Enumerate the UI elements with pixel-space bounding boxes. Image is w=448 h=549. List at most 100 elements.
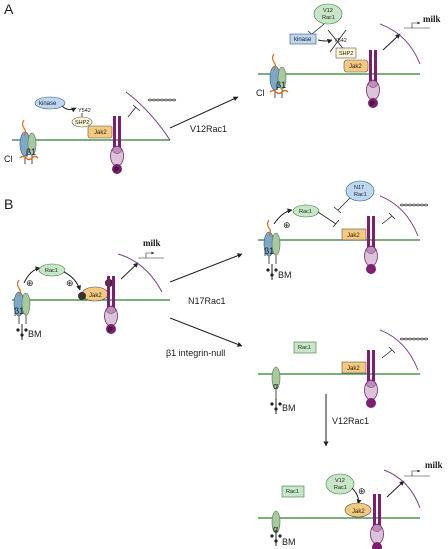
panel-a-right-cell: β1 Cl V12 Rac1 kinase Y542 SHP2 Jak2 P m… [256,3,441,109]
shp2-label: SHP2 [339,51,353,57]
rac1-label: Rac1 [298,345,311,351]
bm-label: BM [282,403,296,413]
rac1-label-2: Rac1 [354,192,367,198]
rac1-to-jak2-line [317,211,337,225]
rac1-label: Rac1 [45,268,58,274]
jak2-label: Jak2 [347,233,360,239]
v12rac1-label-a: V12Rac1 [190,124,227,134]
jak2-label: Jak2 [94,130,107,136]
v12-label: V12 [335,478,345,484]
beta1-null-label: β1 integrin-null [166,348,225,358]
rac1-box [293,341,317,354]
beta1-label: β1 [26,147,36,157]
nucleus-arc [117,253,163,293]
jak2-box [343,59,369,73]
inhibit-kinase [311,23,325,35]
kinase-oval [34,96,66,110]
jak2-label: Jak2 [352,509,365,515]
v12rac1-label-b: V12Rac1 [332,416,369,426]
jak2-label: Jak2 [349,64,362,70]
activation-arrow [382,33,401,51]
inhibit-bar [132,104,141,112]
v12-label: V12 [323,8,333,14]
dna-strand [399,337,429,341]
p-label: P [370,101,375,108]
rac1-label: Rac1 [299,209,312,215]
alpha-label: α [273,381,278,391]
rac1-oval [38,263,66,277]
dna-strand [147,98,177,102]
panel-b-n17-cell: β1 BM ⊕ Rac1 N17 Rac1 Jak2 [258,180,429,281]
panel-b-rescue-cell: α BM Rac1 V12 Rac1 ⊕ Jak2 milk [258,460,443,549]
plus-2: ⊕ [66,278,74,288]
nucleus-arc [383,469,421,509]
bm-label: BM [282,537,296,547]
collagen-strand [271,53,277,71]
integrin-to-rac1 [273,208,293,225]
v12rac1-oval [325,473,355,495]
inhibit-bar [388,346,396,354]
nucleus-arc [379,329,419,371]
beta1-label: β1 [14,306,24,316]
kinase-box [289,33,317,45]
panel-b-left-cell: β1 BM ⊕ Rac1 ⊕ Jak2 P milk [12,238,170,341]
shp2-box [335,47,357,59]
jak2-label: Jak2 [347,366,360,372]
cross-line-2 [329,29,347,53]
kinase-label: kinase [39,101,57,107]
alpha-label: α [273,524,278,534]
y542-label: Y542 [78,108,91,114]
prolactin-receptor [364,349,378,409]
gene-promoter [138,253,164,258]
v12rac1-oval [313,3,343,25]
inhibit-bar [388,212,396,220]
arrow-n17rac1 [169,253,243,283]
kinase-label: kinase [294,37,312,43]
milk-label: milk [423,14,441,24]
plus-1: ⊕ [26,278,34,288]
inhibit-line [381,215,393,225]
plus-1: ⊕ [358,486,366,496]
shp2-oval [71,116,93,128]
prolactin-receptor [366,49,380,109]
dna-strand [399,203,429,207]
activation-arrow [386,480,405,498]
n17-inhibit-bar [333,206,342,214]
collagen-strand [266,219,272,237]
kinase-arrow [317,39,333,44]
inhibit-line [381,349,393,359]
panel-a-label: A [4,1,14,17]
jak2-box [87,125,113,139]
bm-marker [265,263,279,281]
bm-label: BM [278,270,292,280]
prolactin-receptor [110,115,124,175]
bm-label: BM [28,329,42,339]
panel-b-null-cell: α BM Rac1 Jak2 [258,329,429,415]
prolactin-receptor [364,215,378,275]
collagen-strand [16,279,22,297]
n17-label: N17 [354,185,364,191]
milk-label: milk [143,238,161,248]
collagen-fiber [269,89,289,95]
n17-inhibit-line [337,197,351,211]
nucleus-arc [125,91,171,141]
p-label: P [114,167,119,174]
rac1-to-jak2 [351,487,362,505]
integrin-to-rac1 [23,266,41,284]
rac1-to-jak2-bar [332,219,340,228]
shp2-label: SHP2 [75,120,89,126]
inhibit-line [127,106,137,118]
panel-a-left-cell: β1 Cl kinase Y542 SHP2 Jak2 P [4,91,177,175]
bm-marker [269,397,283,415]
beta1-label: β1 [276,80,286,90]
beta1-label: β1 [264,246,274,256]
activation-arrow [120,262,139,280]
n17rac1-oval [345,180,375,202]
collagen-strand [21,119,27,137]
arrow-beta1-null [169,317,243,347]
bm-marker [15,323,29,341]
nucleus-arc [379,195,419,237]
rac1-label: Rac1 [286,489,299,495]
arrow-v12rac1-a [169,96,239,129]
jak2-box [341,228,367,241]
